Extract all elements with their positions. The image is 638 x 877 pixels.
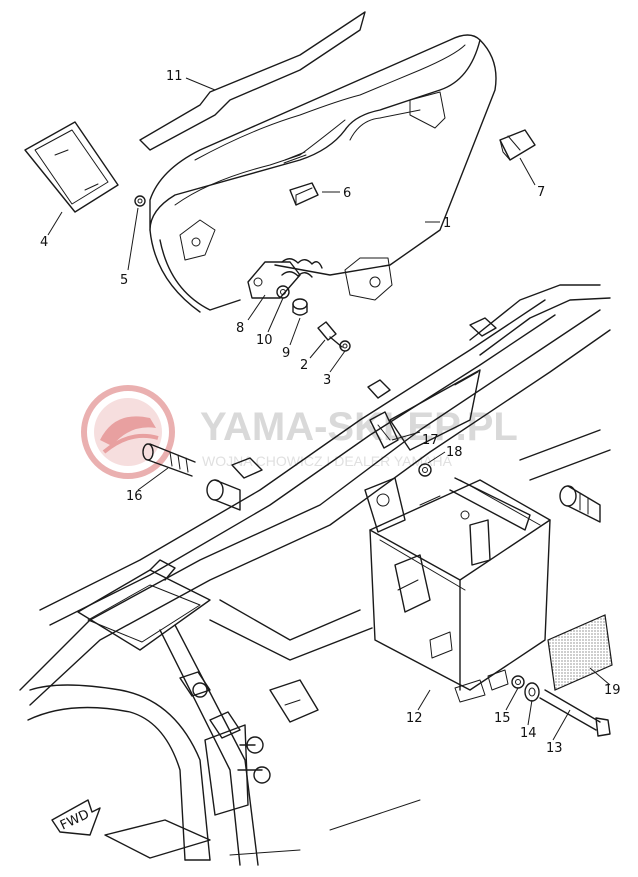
- callout-4: 4: [40, 235, 48, 250]
- part-14-washer: [524, 682, 540, 702]
- callout-16: 16: [126, 489, 143, 504]
- callout-11: 11: [166, 69, 183, 84]
- part-11-decal-strip: [139, 11, 366, 151]
- watermark-title: YAMA-SKLEP.PL: [200, 405, 518, 449]
- part-15-collar: [511, 675, 525, 689]
- part-6-grommet: [289, 182, 319, 206]
- leader-lines: [47, 77, 611, 741]
- callout-labels: 11 1 6 7 4 5 8 10 9 2 3 16 17 18 12 15 1…: [40, 69, 621, 756]
- callout-2: 2: [300, 358, 308, 373]
- part-7-damper: [499, 129, 536, 161]
- callout-15: 15: [494, 711, 511, 726]
- callout-14: 14: [520, 726, 537, 741]
- part-2-bolt: [317, 321, 343, 348]
- callout-10: 10: [256, 333, 273, 348]
- part-18-nut: [418, 463, 432, 477]
- part-17-bracket: [369, 411, 399, 449]
- callout-9: 9: [282, 346, 290, 361]
- part-13-bolt: [539, 689, 611, 737]
- frame-collar: [206, 479, 241, 511]
- callout-7: 7: [537, 185, 545, 200]
- part-12-battery-box: [364, 477, 551, 703]
- part-19-pad: [547, 614, 613, 691]
- callout-3: 3: [323, 373, 331, 388]
- watermark-logo: [81, 385, 175, 479]
- callout-19: 19: [604, 683, 621, 698]
- part-1-side-cover: [149, 34, 497, 313]
- callout-13: 13: [546, 741, 563, 756]
- part-5-nut: [134, 195, 146, 207]
- part-16-bolt: [142, 443, 196, 477]
- callout-8: 8: [236, 321, 244, 336]
- callout-18: 18: [446, 445, 463, 460]
- part-10-washer: [276, 285, 290, 299]
- part-9-collar: [292, 298, 308, 316]
- callout-12: 12: [406, 711, 423, 726]
- part-4-emblem: [24, 121, 119, 213]
- callout-17: 17: [422, 433, 439, 448]
- fwd-arrow: FWD: [51, 799, 101, 836]
- frame-stud: [559, 485, 601, 523]
- watermark-subtitle: WOJNA CHOWICZ I DEALER YAMAHA: [202, 453, 453, 469]
- callout-6: 6: [343, 186, 351, 201]
- frame: [19, 284, 611, 866]
- callout-5: 5: [120, 273, 128, 288]
- fwd-label: FWD: [58, 807, 92, 833]
- part-8-spring-bracket: [247, 258, 323, 299]
- callout-1: 1: [443, 216, 451, 231]
